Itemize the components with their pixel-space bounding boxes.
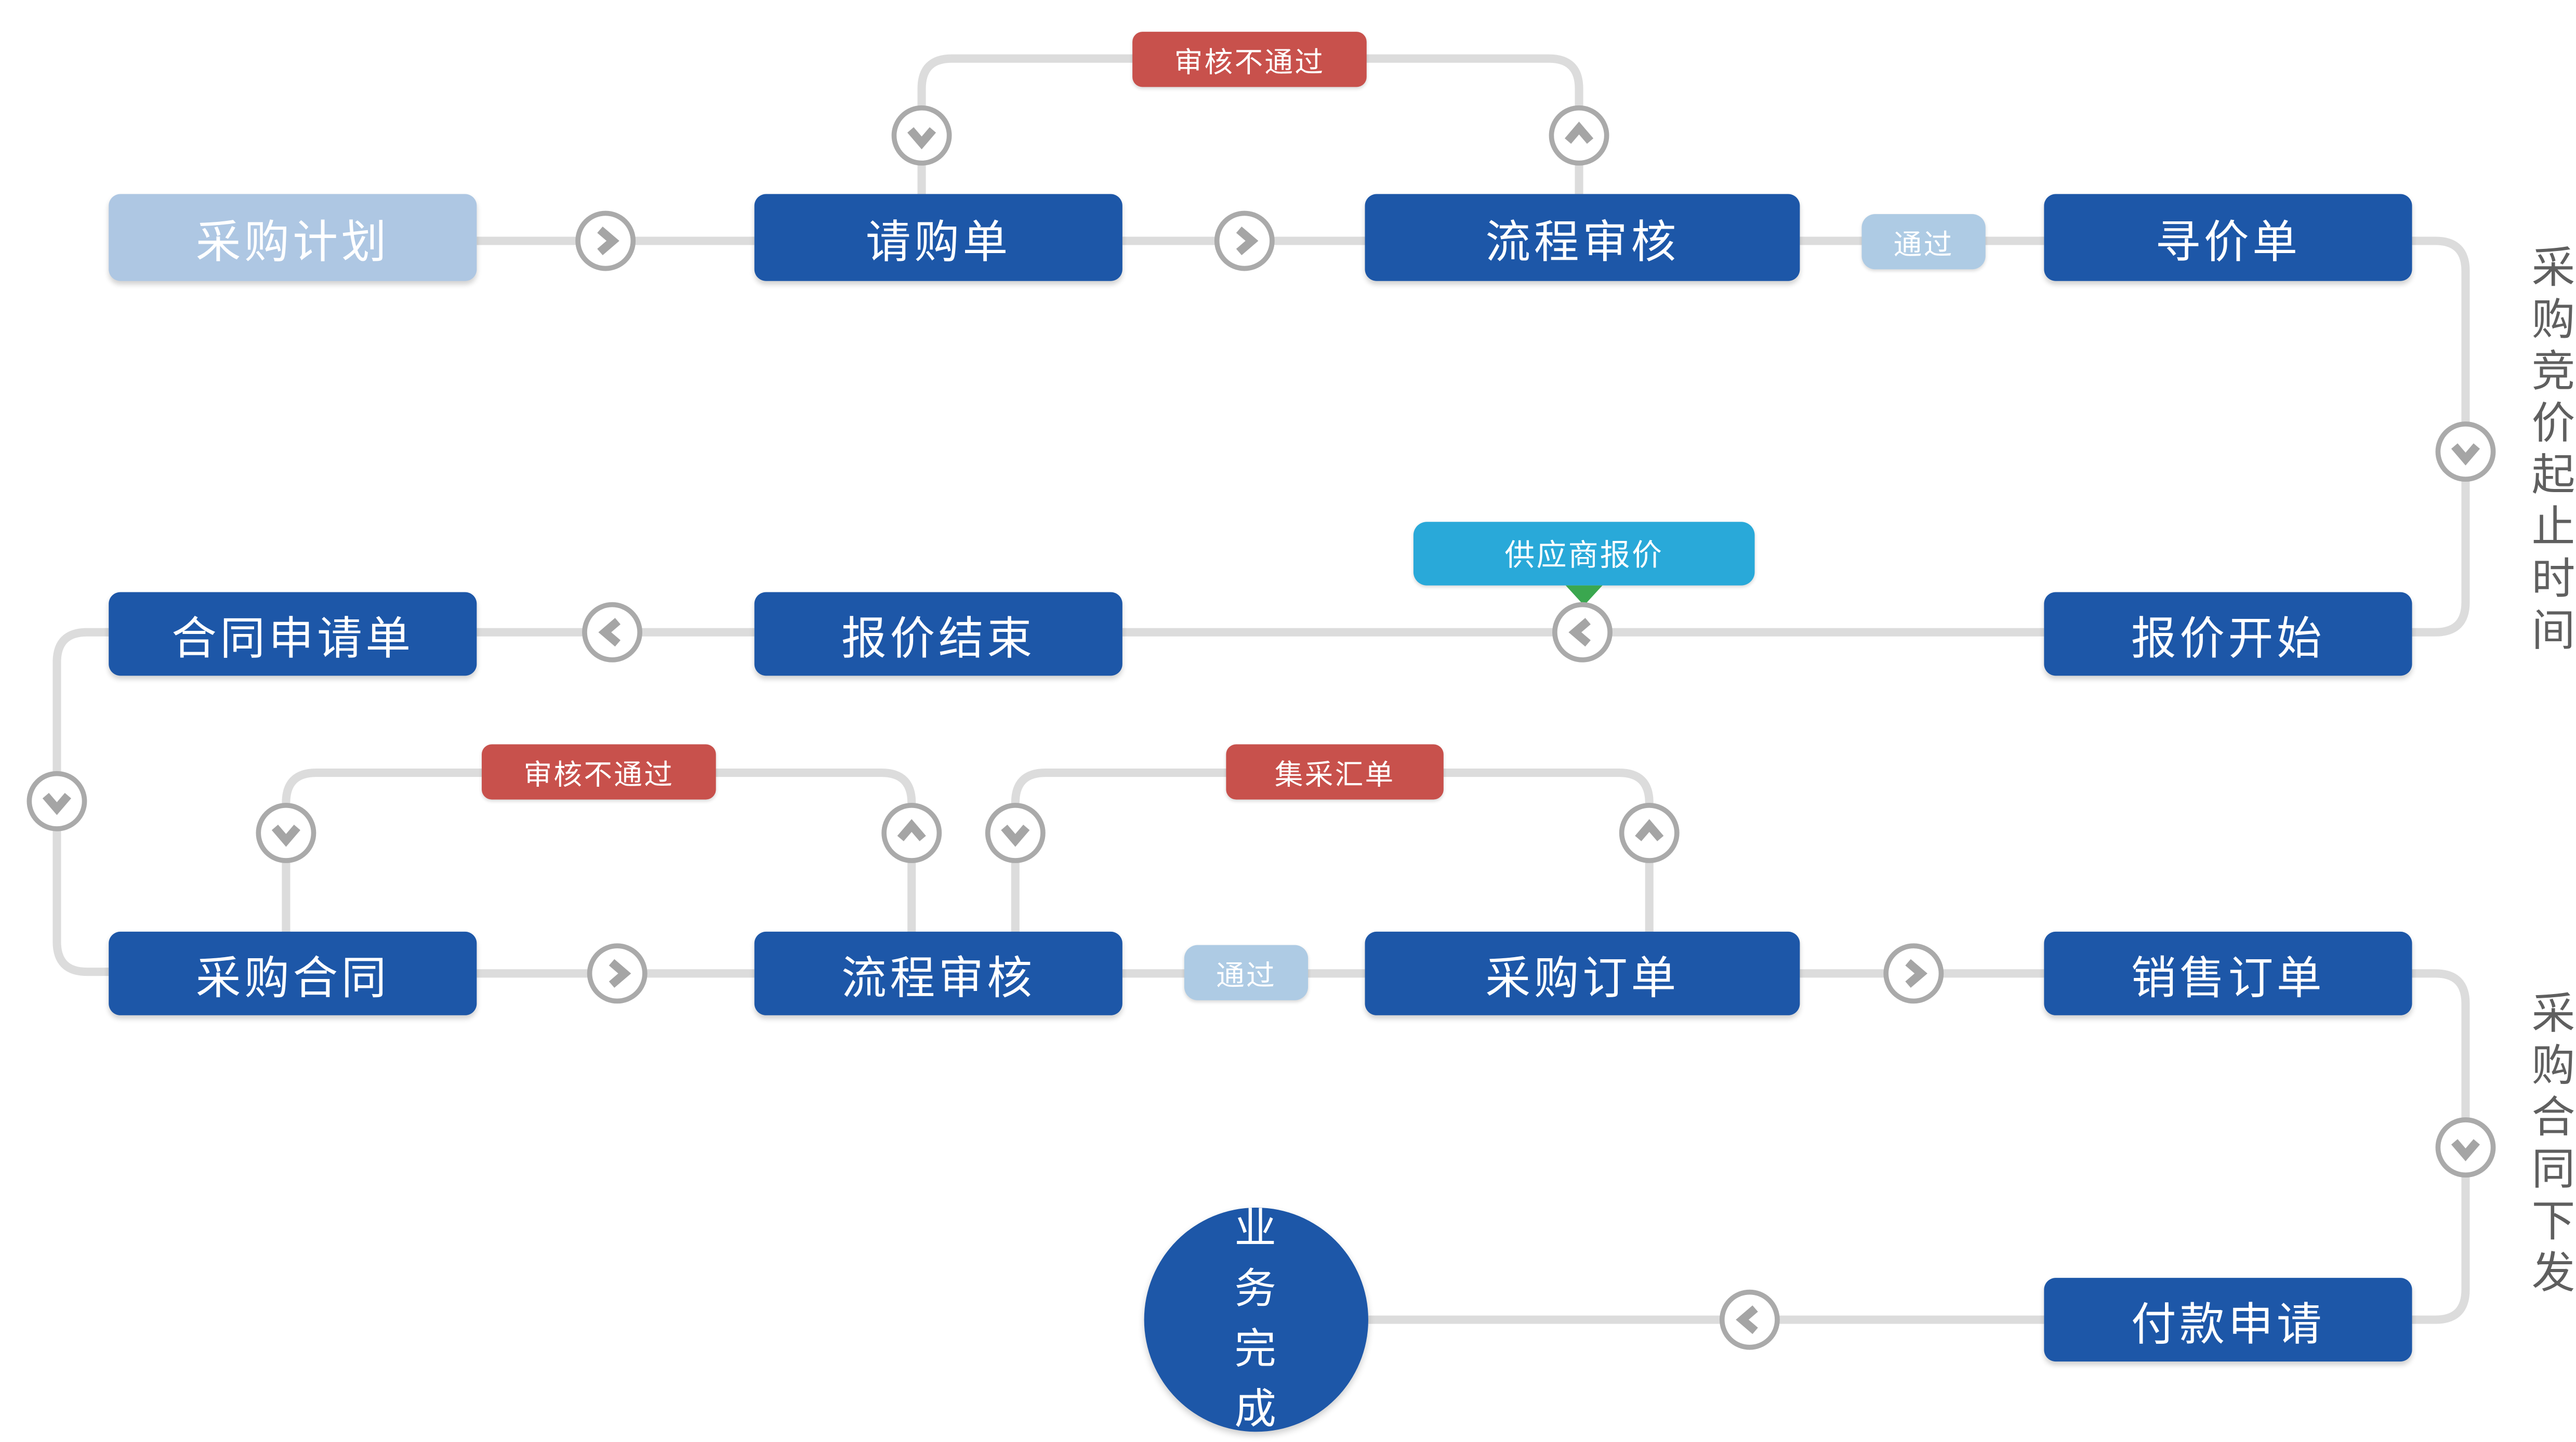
side-label-contract-issue: 采购合同下发 — [2524, 990, 2574, 1302]
chevron-right-icon — [587, 943, 648, 1004]
badge-pass-2: 通过 — [1184, 945, 1309, 1000]
node-purchase-requisition: 请购单 — [754, 194, 1122, 281]
badge-collective-order: 集采汇单 — [1226, 744, 1444, 800]
supplier-quote-label: 供应商报价 — [1504, 538, 1664, 574]
node-payment-request: 付款申请 — [2044, 1278, 2412, 1362]
badge-supplier-quote: 供应商报价 — [1413, 522, 1755, 606]
chevron-down-icon — [2435, 421, 2496, 482]
node-process-review-1: 流程审核 — [1365, 194, 1800, 281]
chevron-down-icon — [27, 771, 87, 831]
node-purchase-plan: 采购计划 — [109, 194, 477, 281]
node-process-review-2: 流程审核 — [754, 931, 1122, 1015]
node-business-complete: 业务完成 — [1144, 1203, 1368, 1434]
chevron-right-icon — [1214, 210, 1275, 271]
chevron-down-icon — [891, 105, 952, 166]
tooltip-pointer-icon — [1565, 585, 1603, 606]
business-complete-label: 业务完成 — [1234, 1203, 1278, 1434]
chevron-down-icon — [985, 803, 1046, 863]
badge-review-rejected-bottom: 审核不通过 — [482, 744, 716, 800]
chevron-right-icon — [575, 210, 636, 271]
chevron-up-icon — [881, 803, 942, 863]
node-purchase-order: 采购订单 — [1365, 931, 1800, 1015]
chevron-left-icon — [1719, 1289, 1780, 1350]
chevron-up-icon — [1549, 105, 1609, 166]
side-label-bidding-time-range: 采购竞价起止时间 — [2524, 244, 2574, 659]
node-inquiry-order: 寻价单 — [2044, 194, 2412, 281]
node-quotation-end: 报价结束 — [754, 592, 1122, 676]
node-sales-order: 销售订单 — [2044, 931, 2412, 1015]
chevron-left-icon — [582, 602, 643, 663]
badge-pass-1: 通过 — [1861, 214, 1986, 270]
badge-review-rejected-top: 审核不通过 — [1132, 32, 1367, 87]
chevron-left-icon — [1552, 602, 1613, 663]
chevron-right-icon — [1883, 943, 1944, 1004]
chevron-down-icon — [256, 803, 316, 863]
node-contract-application: 合同申请单 — [109, 592, 477, 676]
chevron-up-icon — [1619, 803, 1680, 863]
node-quotation-start: 报价开始 — [2044, 592, 2412, 676]
chevron-down-icon — [2435, 1117, 2496, 1178]
node-purchase-contract: 采购合同 — [109, 931, 477, 1015]
